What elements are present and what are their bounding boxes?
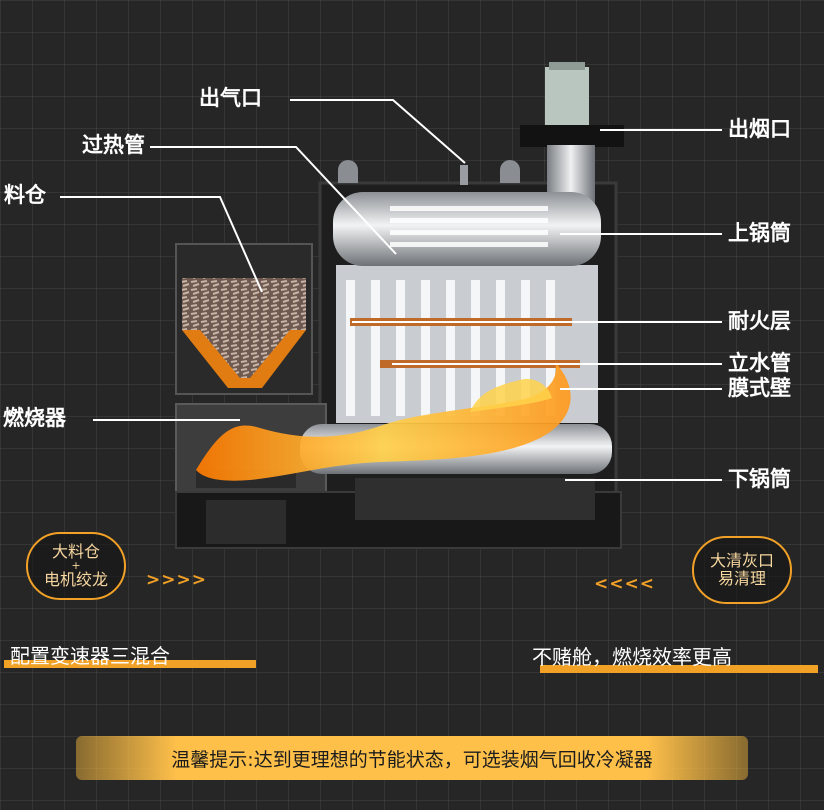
bubble-line: 电机绞龙 bbox=[28, 571, 124, 589]
chimney-flange bbox=[520, 125, 624, 147]
label-membrane-wall: 膜式壁 bbox=[728, 378, 791, 399]
label-superheater: 过热管 bbox=[82, 135, 145, 156]
bubble-line: 易清理 bbox=[694, 570, 790, 588]
ash-box bbox=[206, 500, 286, 544]
lifting-lug bbox=[500, 160, 520, 183]
hopper-pellets bbox=[182, 278, 306, 330]
right-arrows-icon: >>>> bbox=[146, 570, 207, 590]
label-gas-outlet: 出气口 bbox=[199, 88, 262, 109]
left-feature-bubble: 大料仓 + 电机绞龙 bbox=[26, 532, 126, 600]
cleanout-hatch bbox=[355, 478, 595, 520]
label-burner: 燃烧器 bbox=[3, 408, 66, 429]
tip-banner: 温馨提示:达到更理想的节能状态，可选装烟气回收冷凝器 bbox=[76, 736, 748, 780]
label-upper-drum: 上锅筒 bbox=[728, 223, 791, 244]
label-hopper: 料仓 bbox=[4, 185, 46, 206]
lifting-lug bbox=[338, 160, 358, 183]
right-note: 不赌舱，燃烧效率更高 bbox=[532, 641, 732, 670]
label-lower-drum: 下锅筒 bbox=[728, 469, 791, 490]
gas-outlet-stub bbox=[460, 165, 468, 185]
fan-motor bbox=[545, 67, 589, 125]
left-arrows-icon: <<<< bbox=[594, 574, 655, 594]
bubble-line: 大清灰口 bbox=[694, 552, 790, 570]
left-note: 配置变速器三混合 bbox=[10, 640, 170, 669]
right-feature-bubble: 大清灰口 易清理 bbox=[692, 536, 792, 604]
label-refractory: 耐火层 bbox=[728, 311, 791, 332]
fan-motor-cap bbox=[549, 62, 585, 70]
label-chimney: 出烟口 bbox=[728, 119, 791, 140]
label-riser: 立水管 bbox=[728, 353, 791, 374]
